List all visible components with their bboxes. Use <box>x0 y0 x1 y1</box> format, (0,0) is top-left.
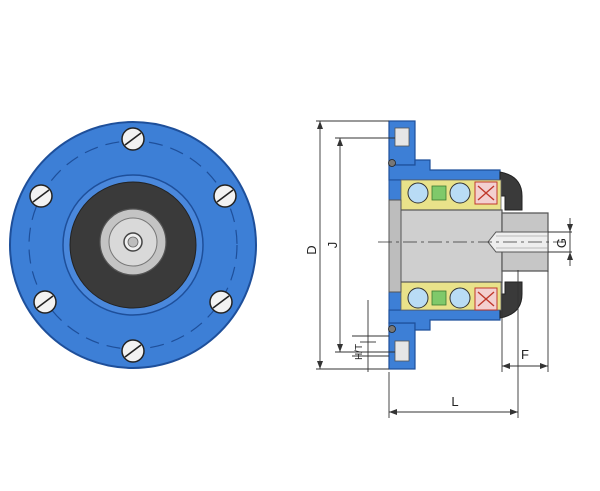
seal-cap-top <box>499 171 523 211</box>
flange-section-view-icon <box>378 120 565 370</box>
bolt-upper-left <box>29 184 53 208</box>
dimension-label-d: D <box>304 245 319 254</box>
bolt-bottom <box>121 339 145 363</box>
dimension-arrowheads <box>317 121 573 415</box>
bolt-lower-right <box>209 290 233 314</box>
bearing-ball-2 <box>449 182 471 204</box>
bolt-upper-right <box>213 184 237 208</box>
dimension-label-l: L <box>451 394 458 409</box>
flange-bolt-hole-top <box>394 127 410 147</box>
bearing-cage-1 <box>431 185 447 201</box>
shaft-flange-face <box>388 199 402 293</box>
bearing-ball-1 <box>407 182 429 204</box>
shaft-tapped-hole <box>487 231 549 253</box>
dimension-label-ht: H/T <box>354 344 365 360</box>
shaft-main <box>397 209 503 283</box>
dimension-label-j: J <box>325 242 340 249</box>
dimension-lines <box>316 120 572 418</box>
dimension-label-f: F <box>521 347 529 362</box>
bolt-lower-left <box>33 290 57 314</box>
seal-cap-bottom <box>499 281 523 319</box>
bearing-cage-2 <box>431 290 447 306</box>
flange-bolt-hole-bottom <box>394 340 410 362</box>
flange-front-view-icon <box>9 121 257 369</box>
grease-nipple-top <box>388 159 396 167</box>
shaft-bore-inner <box>127 236 139 248</box>
grease-nipple-bottom <box>388 325 396 333</box>
bolt-top <box>121 127 145 151</box>
bearing-ball-4 <box>449 287 471 309</box>
bearing-ball-3 <box>407 287 429 309</box>
dimension-label-g: G <box>554 238 569 248</box>
